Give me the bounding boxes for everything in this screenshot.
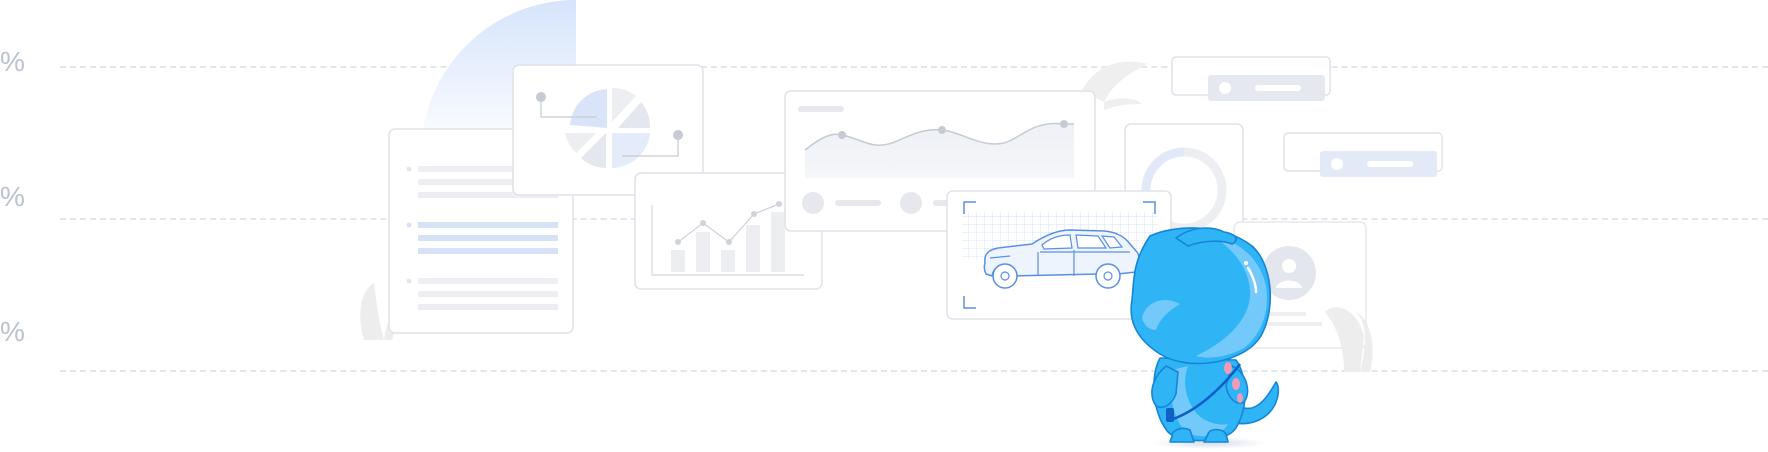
grid-line xyxy=(60,66,1768,68)
axis-percent-label: % xyxy=(0,316,25,347)
label-card-top xyxy=(1171,56,1331,101)
car-icon xyxy=(946,190,1172,320)
axis-percent-label: % xyxy=(0,46,25,77)
bar-chart-icon xyxy=(634,172,823,290)
pie-chart-icon xyxy=(512,64,704,196)
leaf-decoration-top xyxy=(1082,61,1148,110)
axis-percent-label: % xyxy=(0,181,25,212)
label-card-middle xyxy=(1283,132,1443,177)
leaf-decoration-right xyxy=(1325,307,1373,372)
dinosaur-mascot xyxy=(1130,227,1280,443)
grid-line xyxy=(60,370,1768,372)
